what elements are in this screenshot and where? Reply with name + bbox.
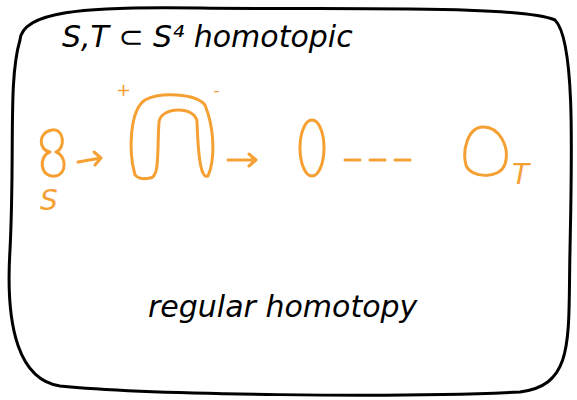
arrow — [78, 152, 101, 165]
finger-move-sketch — [131, 95, 213, 179]
handwritten-text: regular homotopy — [148, 290, 417, 325]
handwritten-text: S,T ⊂ S⁴ homotopic — [62, 20, 353, 55]
sketch-label: S — [40, 186, 58, 217]
dashes — [345, 159, 410, 162]
sphere-t-sketch — [465, 127, 507, 175]
arrow — [228, 154, 256, 166]
sketch-label: + — [116, 80, 131, 100]
sketch-label: - — [213, 80, 220, 100]
blob-outline — [9, 8, 571, 395]
sphere-s-sketch — [41, 130, 64, 176]
sphere-sketch — [300, 120, 324, 176]
sketch-label: T — [512, 160, 529, 191]
